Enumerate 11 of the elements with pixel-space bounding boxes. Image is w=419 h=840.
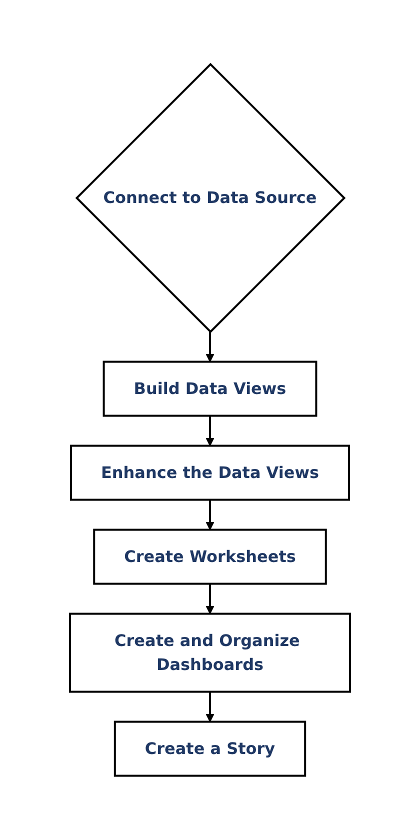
node-box: Enhance the Data Views bbox=[69, 444, 350, 501]
arrow bbox=[205, 332, 214, 362]
arrow bbox=[205, 500, 214, 530]
node-box: Create Worksheets bbox=[92, 528, 326, 585]
arrow bbox=[205, 416, 214, 446]
node-box: Create a Story bbox=[113, 720, 306, 777]
node-diamond: Connect to Data Source bbox=[74, 62, 346, 334]
node-box: Build Data Views bbox=[102, 360, 317, 417]
node-box: Create and Organize Dashboards bbox=[68, 612, 350, 693]
arrow bbox=[205, 692, 214, 722]
arrow bbox=[205, 584, 214, 614]
